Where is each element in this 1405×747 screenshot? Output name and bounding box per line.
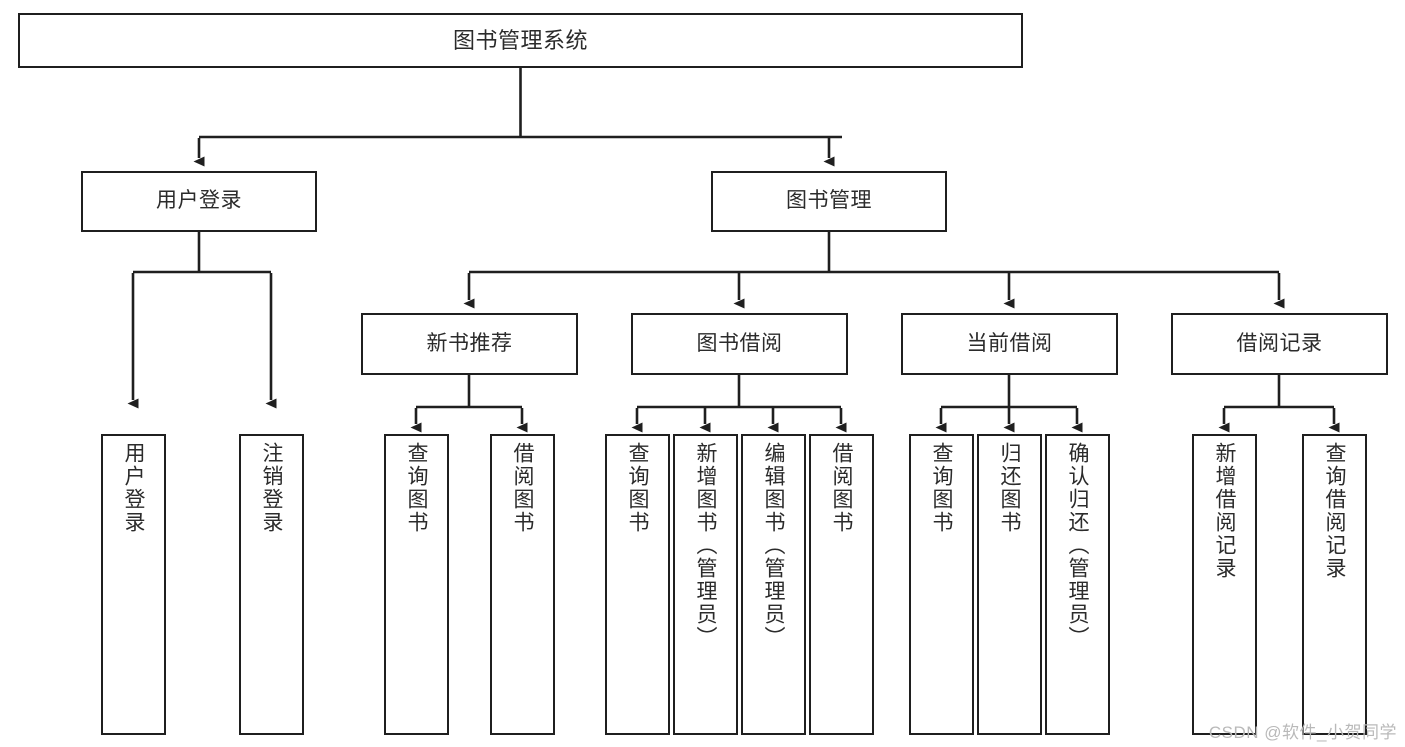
node-leaf-query-book-3-label: 查询图书 bbox=[930, 442, 953, 534]
node-leaf-return-book[interactable]: 归还图书 bbox=[977, 434, 1042, 735]
node-leaf-edit-book[interactable]: 编辑图书（管理员） bbox=[741, 434, 806, 735]
node-borrow-record-label: 借阅记录 bbox=[1236, 331, 1323, 355]
node-leaf-add-record[interactable]: 新增借阅记录 bbox=[1192, 434, 1257, 735]
node-leaf-borrow-book-2[interactable]: 借阅图书 bbox=[809, 434, 874, 735]
node-root-label: 图书管理系统 bbox=[452, 27, 588, 53]
node-root[interactable]: 图书管理系统 bbox=[18, 13, 1023, 68]
node-leaf-user-login[interactable]: 用户登录 bbox=[101, 434, 166, 735]
node-book-borrow[interactable]: 图书借阅 bbox=[631, 313, 848, 375]
node-leaf-borrow-book-2-label: 借阅图书 bbox=[830, 442, 853, 534]
node-borrow-record[interactable]: 借阅记录 bbox=[1171, 313, 1388, 375]
node-leaf-query-book-3[interactable]: 查询图书 bbox=[909, 434, 974, 735]
node-leaf-confirm-return-label: 确认归还（管理员） bbox=[1066, 442, 1089, 649]
node-new-book-recommend-label: 新书推荐 bbox=[426, 331, 513, 355]
node-book-management-label: 图书管理 bbox=[786, 189, 872, 213]
node-leaf-query-book-1[interactable]: 查询图书 bbox=[384, 434, 449, 735]
node-new-book-recommend[interactable]: 新书推荐 bbox=[361, 313, 578, 375]
node-current-borrow[interactable]: 当前借阅 bbox=[901, 313, 1118, 375]
node-leaf-user-login-label: 用户登录 bbox=[122, 442, 145, 534]
node-leaf-query-record[interactable]: 查询借阅记录 bbox=[1302, 434, 1367, 735]
node-leaf-borrow-book-1[interactable]: 借阅图书 bbox=[490, 434, 555, 735]
node-book-borrow-label: 图书借阅 bbox=[696, 331, 783, 355]
node-leaf-add-record-label: 新增借阅记录 bbox=[1213, 442, 1236, 580]
node-user-login-label: 用户登录 bbox=[156, 189, 242, 213]
node-leaf-add-book[interactable]: 新增图书（管理员） bbox=[673, 434, 738, 735]
watermark: CSDN @软件_小贺同学 bbox=[1208, 723, 1397, 742]
node-leaf-query-book-2-label: 查询图书 bbox=[626, 442, 649, 534]
node-leaf-logout-login[interactable]: 注销登录 bbox=[239, 434, 304, 735]
node-leaf-logout-login-label: 注销登录 bbox=[260, 442, 283, 534]
node-leaf-borrow-book-1-label: 借阅图书 bbox=[511, 442, 534, 534]
node-leaf-query-book-1-label: 查询图书 bbox=[405, 442, 428, 534]
node-leaf-return-book-label: 归还图书 bbox=[998, 442, 1021, 534]
node-leaf-add-book-label: 新增图书（管理员） bbox=[694, 442, 717, 649]
node-leaf-edit-book-label: 编辑图书（管理员） bbox=[762, 442, 785, 649]
node-book-management[interactable]: 图书管理 bbox=[711, 171, 947, 232]
node-leaf-confirm-return[interactable]: 确认归还（管理员） bbox=[1045, 434, 1110, 735]
node-current-borrow-label: 当前借阅 bbox=[966, 331, 1053, 355]
node-leaf-query-book-2[interactable]: 查询图书 bbox=[605, 434, 670, 735]
node-leaf-query-record-label: 查询借阅记录 bbox=[1323, 442, 1346, 580]
node-user-login[interactable]: 用户登录 bbox=[81, 171, 317, 232]
